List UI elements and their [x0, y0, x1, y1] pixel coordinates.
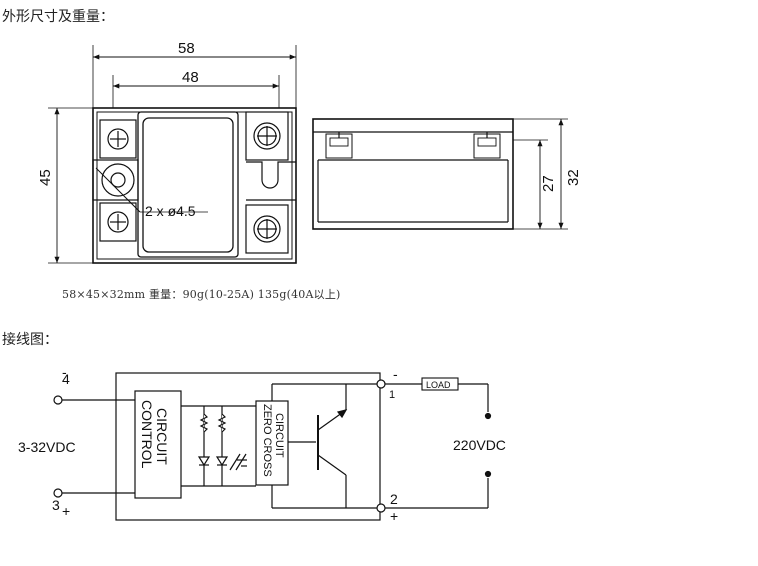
hole-leader	[95, 167, 141, 213]
input-neg-sign: -	[62, 364, 67, 380]
terminal-4	[99, 119, 137, 159]
wiring-diagram	[53, 372, 492, 521]
input-neg-terminal: 4	[62, 371, 70, 387]
dim-48-text: 48	[182, 69, 199, 86]
zero-label-2: CIRCUIT	[273, 413, 285, 458]
control-label-1: CONTROL	[139, 400, 155, 469]
load-label: LOAD	[426, 380, 451, 390]
terminal-3	[99, 202, 137, 242]
wiring-heading: 接线图：	[2, 332, 58, 348]
zero-label-1: ZERO CROSS	[261, 404, 273, 477]
mounting-slot-right	[246, 161, 296, 189]
side-body	[312, 118, 514, 230]
dim-45-text: 45	[37, 169, 54, 186]
dim-32-text: 32	[565, 169, 582, 186]
dim-27-text: 27	[540, 175, 557, 192]
dim-58-text: 58	[178, 40, 195, 57]
dimensions-heading: 外形尺寸及重量：	[2, 9, 114, 25]
output-2-sign: +	[390, 508, 398, 524]
output-terminal-2	[376, 503, 386, 513]
input-voltage: 3-32VDC	[18, 439, 76, 455]
input-pos-terminal: 3	[52, 497, 60, 513]
terminal-1	[245, 111, 289, 161]
input-terminal-3	[53, 488, 63, 498]
spec-line: 58×45×32mm 重量：90g(10-25A) 135g(40A以上)	[62, 288, 341, 301]
label-plate	[137, 111, 239, 258]
output-terminal-1	[376, 379, 386, 389]
control-circuit-box	[134, 390, 182, 499]
holes-text: 2 x ø4.5	[145, 203, 196, 219]
input-terminal-4	[53, 395, 63, 405]
output-voltage: 220VDC	[453, 437, 506, 453]
top-view	[48, 45, 297, 264]
control-label-2: CIRCUIT	[154, 408, 170, 465]
output-1-sign: -	[393, 366, 398, 382]
ssr-outline	[115, 372, 381, 521]
output-2-terminal: 2	[390, 491, 398, 507]
input-pos-sign: +	[62, 503, 70, 519]
terminal-2	[245, 204, 289, 254]
side-view	[312, 118, 568, 230]
mounting-hole-left	[101, 163, 135, 197]
output-1-terminal: 1	[389, 389, 395, 401]
